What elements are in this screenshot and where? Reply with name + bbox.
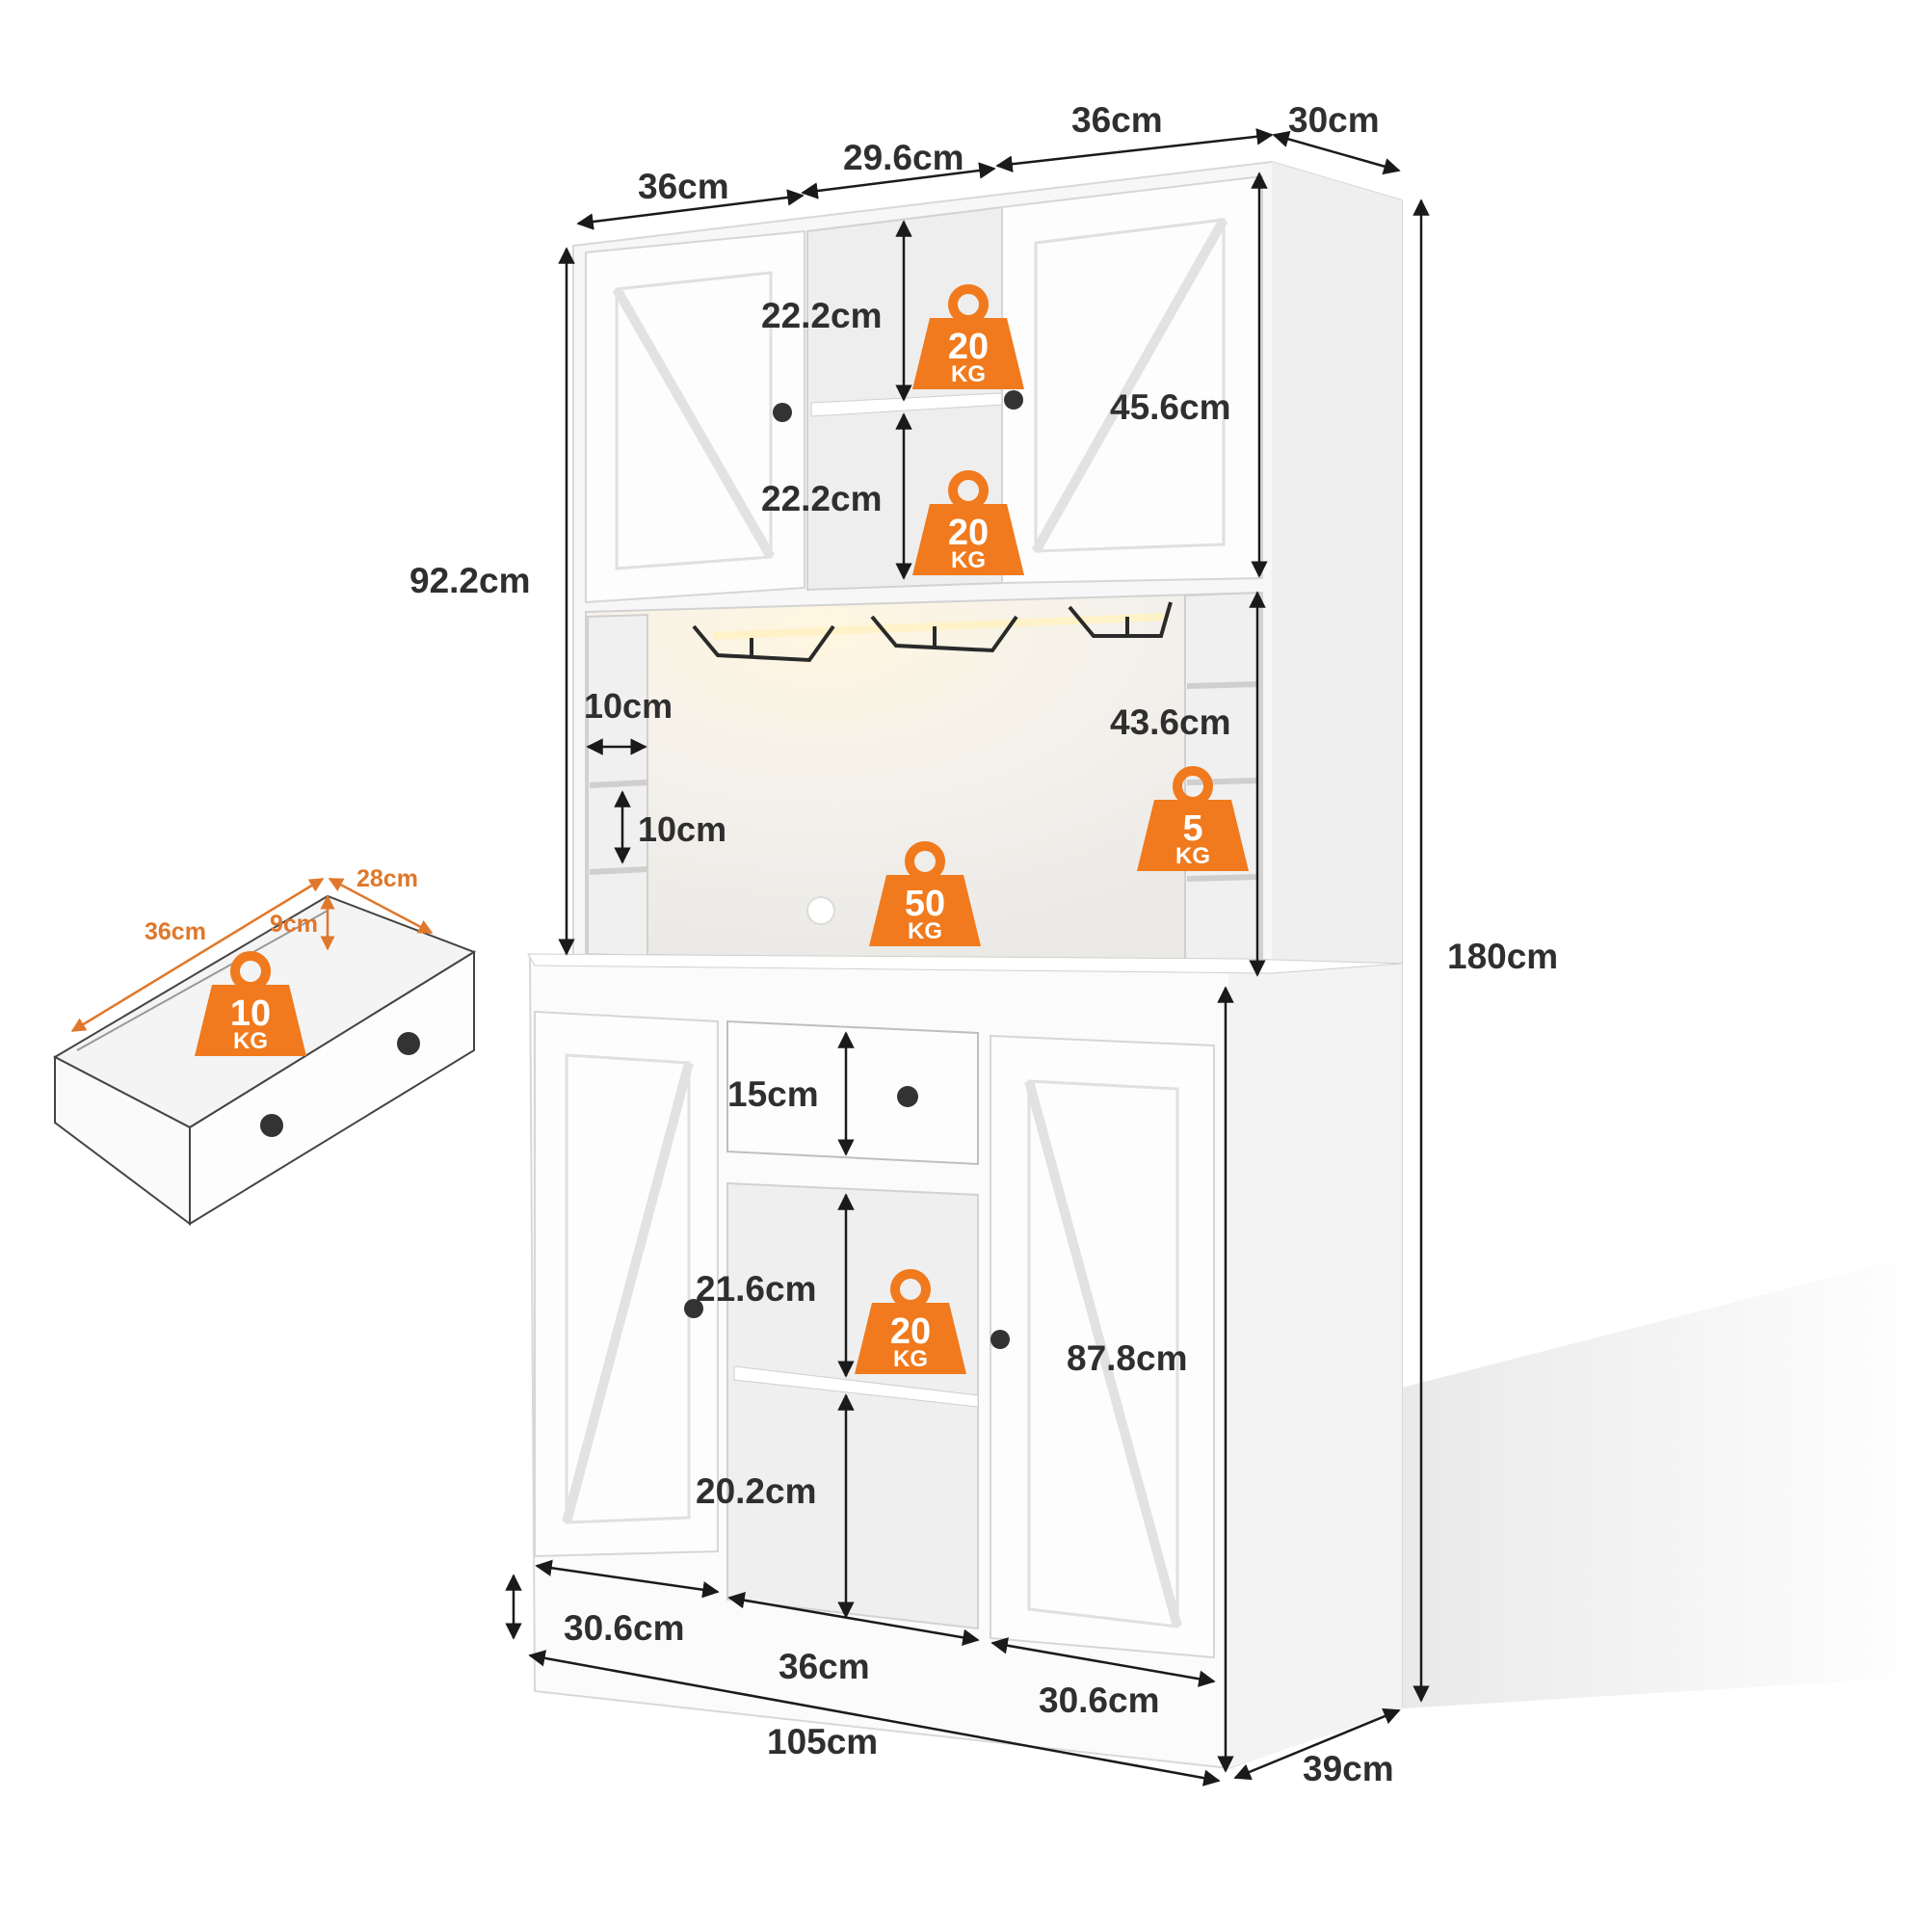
hutch-side (1272, 162, 1402, 968)
upper-door-height: 45.6cm (1110, 387, 1231, 427)
knob-icon (260, 1114, 283, 1137)
right-cubby-shelf (1186, 778, 1259, 785)
weight-unit: KG (951, 547, 986, 573)
top-center-width: 29.6cm (843, 138, 964, 177)
drawer-width-dimension (328, 877, 434, 935)
top-left-door-width: 36cm (638, 167, 729, 206)
top-right-door-width: 36cm (1071, 100, 1163, 140)
weight-icon: 10 KG (195, 956, 306, 1056)
countertop (527, 953, 1403, 974)
bottom-left-width: 30.6cm (564, 1608, 685, 1648)
lower-shelf-height: 22.2cm (761, 479, 883, 518)
base-height: 87.8cm (1067, 1338, 1188, 1378)
drawer-length-dimension (70, 877, 325, 1033)
drawer-depth-label: 9cm (270, 911, 318, 938)
drawer-weight: 10 (230, 993, 271, 1034)
total-height: 180cm (1447, 937, 1558, 976)
dimension-lines (505, 128, 1430, 1786)
led-light-strip (712, 613, 1167, 640)
weight-icon: 20 KG (855, 1274, 966, 1374)
knob-icon (397, 1032, 420, 1055)
side-cubby-width: 10cm (584, 686, 673, 726)
bottom-center-width: 36cm (779, 1647, 870, 1686)
drawer-detail-front (189, 950, 475, 1226)
upper-shelf-weight: 20 (948, 327, 989, 367)
base-side (1228, 964, 1402, 1768)
weight-icon: 20 KG (912, 475, 1024, 575)
side-shelf-weight: 5 (1182, 808, 1202, 849)
weight-icon: 20 KG (912, 289, 1024, 389)
knob-icon[interactable] (684, 1299, 703, 1318)
weight-unit: KG (1175, 843, 1210, 869)
upper-right-door-brace (1031, 217, 1228, 554)
countertop-weight: 50 (905, 884, 945, 924)
weight-icon: 5 KG (1137, 771, 1249, 871)
knob-icon[interactable] (897, 1086, 918, 1107)
top-depth: 30cm (1288, 100, 1380, 140)
floor-shadow (1291, 1253, 1927, 1715)
knob-icon[interactable] (773, 403, 792, 422)
lower-upper-shelf-height: 21.6cm (696, 1269, 817, 1309)
lower-lower-shelf-height: 20.2cm (696, 1471, 817, 1511)
lower-left-door-brace (562, 1061, 694, 1524)
weight-unit: KG (233, 1028, 268, 1054)
knob-icon[interactable] (1004, 390, 1023, 410)
upper-shelf-height: 22.2cm (761, 296, 883, 335)
dimension-labels: 36cm 29.6cm 36cm 30cm 22.2cm 22.2cm 45.6… (409, 100, 1558, 1788)
drawer-height: 15cm (727, 1074, 819, 1114)
cable-hole (806, 896, 835, 925)
upper-right-door-panel (1034, 218, 1226, 553)
right-cubby-shelf (1186, 681, 1259, 689)
left-cubby-shelf (589, 780, 648, 788)
drawer-length-label: 36cm (145, 918, 206, 945)
lower-left-door-panel (565, 1053, 691, 1524)
lower-shelf-weight: 20 (948, 513, 989, 553)
right-cubby-shelf (1186, 874, 1259, 882)
lower-right-door-brace (1024, 1079, 1182, 1628)
knob-icon[interactable] (990, 1330, 1010, 1349)
left-cubby-shelf (589, 866, 648, 875)
base-shelf-weight: 20 (890, 1311, 931, 1352)
base-depth: 39cm (1303, 1749, 1394, 1788)
bottom-right-width: 30.6cm (1039, 1681, 1160, 1720)
weight-unit: KG (908, 918, 942, 944)
weight-icon: 50 KG (869, 846, 981, 946)
lower-center-shelf (733, 1365, 979, 1408)
side-cubby-height: 10cm (638, 809, 726, 849)
lower-center-shelving (726, 1181, 979, 1630)
total-width: 105cm (767, 1722, 878, 1761)
wine-glass-rack-icon (692, 601, 1173, 663)
open-area-height: 43.6cm (1110, 702, 1231, 742)
weight-unit: KG (951, 361, 986, 387)
hutch-height: 92.2cm (409, 561, 531, 600)
weight-unit: KG (893, 1346, 928, 1372)
cabinet (527, 160, 1403, 1770)
drawer-width-label: 28cm (356, 865, 418, 892)
upper-left-door-brace (612, 286, 776, 560)
